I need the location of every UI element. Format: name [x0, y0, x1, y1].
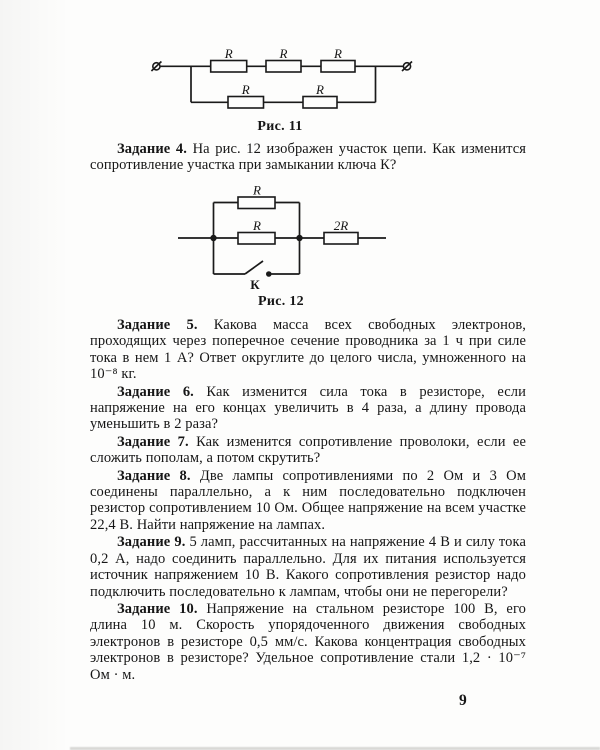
switch-contact-dot [266, 271, 272, 277]
task-text: Напряжение на стальном резисторе 100 В, … [90, 600, 526, 683]
task-paragraph: Задание 9. 5 ламп, рассчитанных на напря… [90, 534, 526, 600]
resistor-label: R [252, 218, 261, 233]
switch-label: К [250, 277, 260, 292]
resistor-box [209, 59, 248, 73]
resistor-label: R [252, 183, 261, 198]
task-paragraph: Задание 8. Две лампы сопротивлениями по … [90, 468, 526, 534]
task-paragraph: Задание 7. Как изменится сопротивление п… [90, 434, 526, 467]
task-text: Как изменится сопротивление проволоки, е… [90, 433, 526, 467]
node-dot [210, 234, 217, 242]
resistor-box [227, 95, 265, 109]
task-label: Задание 6. [117, 383, 194, 400]
task-text: Какова масса всех свободных электронов, … [90, 317, 526, 383]
task-paragraph: Задание 10. Напряжение на стальном резис… [90, 601, 526, 683]
scan-edge-shadow [0, 0, 70, 750]
series-resistor-label: 2R [334, 218, 349, 233]
task-label: Задание 7. [117, 433, 189, 450]
switch-blade-icon [244, 260, 264, 275]
figure-12-circuit: R R 2R К [178, 183, 386, 292]
task-label: Задание 8. [117, 467, 191, 484]
resistor-box [237, 231, 276, 245]
task-label: Задание 4. [117, 141, 187, 157]
figure-11-circuit: R R R R R [150, 46, 413, 109]
terminal-slash-icon [150, 60, 162, 72]
task-paragraph: Задание 5. Какова масса всех свободных э… [90, 317, 526, 383]
resistor-box [320, 59, 356, 73]
resistor-label: R [315, 82, 324, 97]
resistor-label: R [333, 46, 342, 61]
task-label: Задание 5. [117, 317, 198, 333]
resistor-box [265, 59, 302, 73]
task-paragraph-4: Задание 4. На рис. 12 изображен участок … [90, 141, 526, 175]
resistor-label: R [224, 46, 233, 61]
page-number: 9 [459, 692, 467, 709]
figure-11-caption: Рис. 11 [257, 119, 303, 134]
task-text: Две лампы сопротивлениями по 2 Ом и 3 Ом… [90, 467, 526, 533]
task-text: 5 ламп, рассчитанных на напряжение 4 В и… [90, 534, 526, 600]
task-list: Задание 5. Какова масса всех свободных э… [90, 317, 526, 684]
task-text: Как изменится сила тока в резисторе, есл… [90, 383, 526, 433]
resistor-box [323, 231, 359, 245]
node-dot [296, 234, 303, 242]
resistor-label: R [279, 46, 288, 61]
scan-edge-bottom [70, 747, 600, 750]
task-label: Задание 10. [117, 600, 198, 617]
figure-12-caption: Рис. 12 [258, 294, 304, 309]
resistor-box [237, 196, 276, 210]
resistor-box [302, 95, 338, 109]
task-label: Задание 9. [117, 534, 186, 551]
terminal-slash-icon [401, 60, 413, 72]
task-text: На рис. 12 изображен участок цепи. Как и… [90, 141, 527, 174]
task-paragraph: Задание 6. Как изменится сила тока в рез… [90, 384, 526, 433]
resistor-label: R [241, 82, 250, 97]
